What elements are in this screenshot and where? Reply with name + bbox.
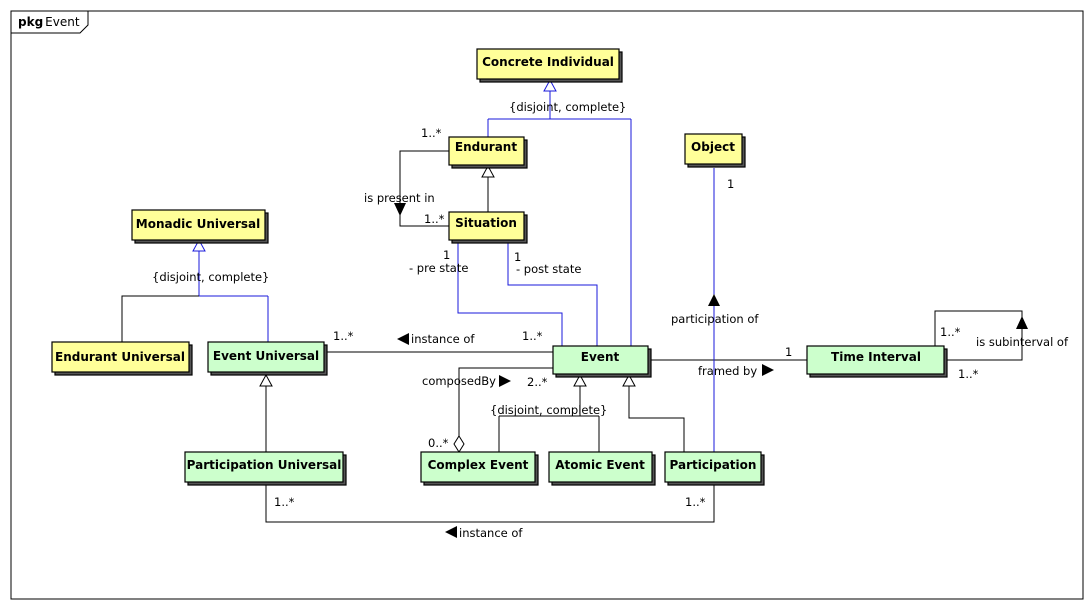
package-frame (10, 10, 1084, 600)
class-object-label: Object (691, 140, 735, 154)
constraint-monadic-universal: {disjoint, complete} (152, 270, 269, 284)
class-endurant-universal-label: Endurant Universal (55, 350, 185, 364)
class-complex-event-label: Complex Event (428, 458, 529, 472)
constraint-event: {disjoint, complete} (490, 403, 607, 417)
mult-composed-by-whole: 0..* (428, 436, 449, 450)
class-endurant-universal-box (51, 341, 190, 373)
gen-arrow-event-universal (259, 373, 273, 387)
gen-arrow-concrete-individual (543, 78, 557, 92)
is-present-in-arrow (394, 203, 406, 216)
mult-subinterval-b: 1..* (958, 367, 979, 381)
is-present-in-line (399, 150, 449, 227)
gen-arrow-event-complex-atomic (573, 373, 587, 387)
mult-event-universal-instance: 1..* (333, 329, 354, 343)
class-participation[interactable]: Participation (664, 451, 765, 486)
class-participation-box (664, 451, 762, 483)
class-complex-event-box (420, 451, 536, 483)
class-endurant-box (448, 136, 525, 166)
mult-pre-state: 1 (443, 248, 450, 262)
mult-framed-by: 1 (785, 345, 792, 359)
class-monadic-universal-box (131, 209, 266, 241)
mult-object-participation: 1 (727, 177, 734, 191)
post-state-line (507, 241, 598, 346)
composed-by-line (458, 367, 553, 436)
gen-arrow-event-participation (622, 373, 636, 387)
gen-endurant-universal-line (121, 295, 199, 342)
class-event[interactable]: Event (552, 345, 652, 378)
class-participation-universal-box (184, 451, 344, 483)
label-framed-by: framed by (698, 364, 757, 378)
class-participation-label: Participation (670, 458, 757, 472)
mult-participation-universal-instance: 1..* (274, 495, 295, 509)
class-event-universal-box (207, 341, 325, 373)
class-situation-box (448, 211, 525, 241)
class-situation-label: Situation (455, 216, 517, 230)
label-is-present-in: is present in (364, 191, 435, 205)
class-time-interval[interactable]: Time Interval (806, 345, 948, 378)
mult-participation-instance: 1..* (685, 495, 706, 509)
composed-by-diamond (453, 435, 465, 453)
class-monadic-universal-label: Monadic Universal (136, 217, 260, 231)
role-pre-state: - pre state (409, 261, 468, 275)
pre-state-line (457, 241, 563, 346)
class-event-universal-label: Event Universal (213, 349, 319, 363)
mult-subinterval-a: 1..* (940, 325, 961, 339)
class-event-box (552, 345, 649, 375)
label-instance-of-participation: instance of (459, 526, 523, 540)
instance-of-participation-line (265, 482, 715, 523)
package-frame-tab (11, 11, 89, 34)
class-atomic-event-box (548, 451, 653, 483)
class-endurant-label: Endurant (455, 140, 517, 154)
label-instance-of: instance of (411, 332, 475, 346)
class-monadic-universal[interactable]: Monadic Universal (131, 209, 269, 244)
class-atomic-event[interactable]: Atomic Event (548, 451, 656, 486)
class-participation-universal[interactable]: Participation Universal (184, 451, 347, 486)
mult-composed-by-part: 2..* (527, 375, 548, 389)
instance-of-arrow (397, 333, 409, 345)
class-situation[interactable]: Situation (448, 211, 528, 244)
framed-by-arrow (762, 364, 774, 376)
participation-of-arrow (708, 294, 720, 306)
mult-situation-present: 1..* (424, 212, 445, 226)
class-concrete-individual-label: Concrete Individual (482, 55, 614, 69)
subinterval-line (934, 310, 1023, 361)
label-participation-of: participation of (671, 312, 759, 326)
mult-event-instance: 1..* (522, 329, 543, 343)
class-object-box (684, 133, 743, 165)
gen-arrow-monadic-universal (192, 238, 206, 252)
class-event-label: Event (581, 350, 620, 364)
class-concrete-individual-box (476, 48, 620, 80)
constraint-concrete-individual: {disjoint, complete} (509, 100, 626, 114)
label-composed-by: composedBy (422, 374, 496, 388)
package-keyword: pkg (18, 15, 43, 29)
class-time-interval-label: Time Interval (831, 350, 921, 364)
class-atomic-event-label: Atomic Event (555, 458, 645, 472)
label-is-subinterval-of: is subinterval of (976, 335, 1069, 349)
instance-of-participation-arrow (445, 526, 457, 538)
class-participation-universal-label: Participation Universal (187, 458, 342, 472)
class-concrete-individual[interactable]: Concrete Individual (476, 48, 623, 83)
gen-arrow-endurant (481, 164, 495, 178)
role-post-state: - post state (516, 262, 581, 276)
package-name: Event (45, 15, 80, 29)
class-object[interactable]: Object (684, 133, 746, 168)
class-complex-event[interactable]: Complex Event (420, 451, 539, 486)
class-event-universal[interactable]: Event Universal (207, 341, 328, 376)
mult-post-state: 1 (514, 250, 521, 264)
subinterval-arrow (1016, 316, 1028, 329)
mult-endurant-present: 1..* (421, 126, 442, 140)
class-time-interval-box (806, 345, 945, 375)
composed-by-arrow (499, 375, 511, 387)
gen-participation-line (628, 386, 685, 452)
class-endurant[interactable]: Endurant (448, 136, 528, 169)
class-endurant-universal[interactable]: Endurant Universal (51, 341, 193, 376)
